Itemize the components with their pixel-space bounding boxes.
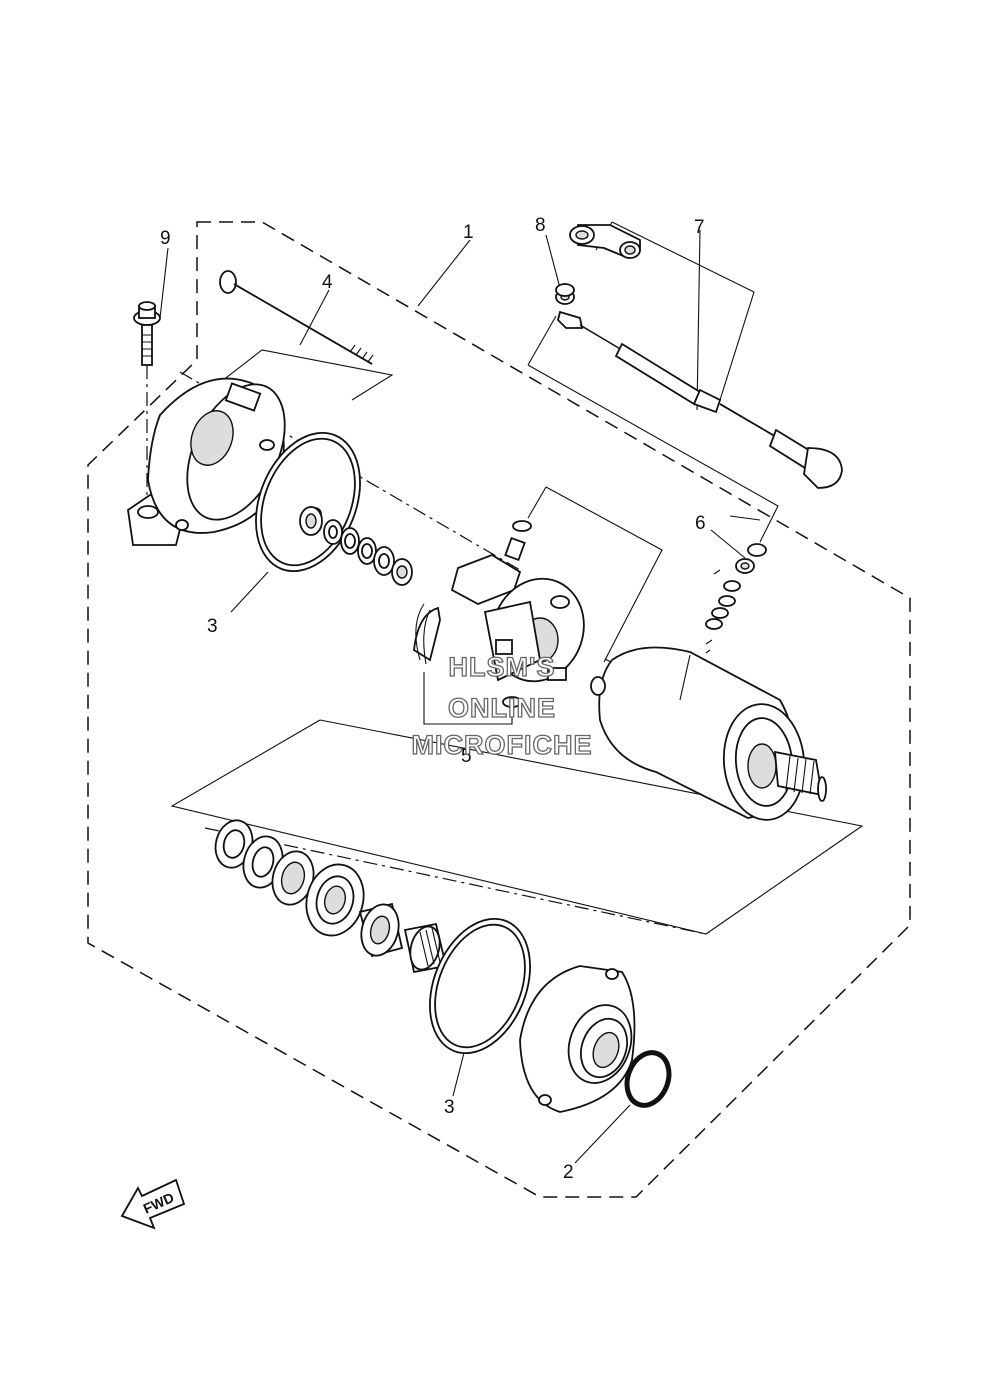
fwd-direction-arrow: FWD	[120, 1178, 186, 1230]
watermark-line-1: HLSM'S	[449, 652, 556, 682]
watermark: HLSM'S ONLINE MICROFICHE	[411, 651, 593, 760]
watermark-line-2: ONLINE	[448, 693, 556, 723]
terminal-nut-washer-kit	[705, 515, 767, 654]
lower-washer-stack	[214, 819, 365, 937]
brush-holder-assembly	[413, 520, 585, 708]
flange-bolt	[133, 301, 161, 510]
callout-8: 8	[535, 215, 546, 236]
rear-cover	[519, 965, 636, 1113]
callout-7: 7	[694, 217, 705, 238]
center-axis-bottom	[204, 827, 707, 935]
o-ring-lower	[429, 917, 531, 1055]
callout-3-upper: 3	[207, 616, 218, 637]
needle-bearing	[403, 922, 448, 974]
assembly-boundary	[87, 221, 911, 1198]
front-cover-housing	[127, 377, 286, 546]
lead-wire-assembly	[557, 224, 843, 489]
callout-5: 5	[461, 746, 472, 767]
bracket-line-small	[423, 672, 513, 725]
callout-4: 4	[322, 272, 333, 293]
ball-bearing	[358, 902, 404, 958]
o-ring-small	[624, 1050, 672, 1108]
yoke-armature	[590, 646, 827, 821]
callout-6: 6	[695, 513, 706, 534]
hex-nut	[555, 283, 575, 305]
callout-1: 1	[463, 222, 474, 243]
callout-2: 2	[563, 1162, 574, 1183]
through-bolt	[219, 270, 374, 365]
upper-washer-stack	[299, 506, 413, 586]
bracket-line-mid	[545, 486, 663, 663]
bracket-line-top	[217, 349, 394, 401]
callout-9: 9	[160, 228, 171, 249]
callout-3-lower: 3	[444, 1097, 455, 1118]
watermark-line-3: MICROFICHE	[412, 730, 593, 760]
bracket-line-bottom	[170, 719, 864, 935]
